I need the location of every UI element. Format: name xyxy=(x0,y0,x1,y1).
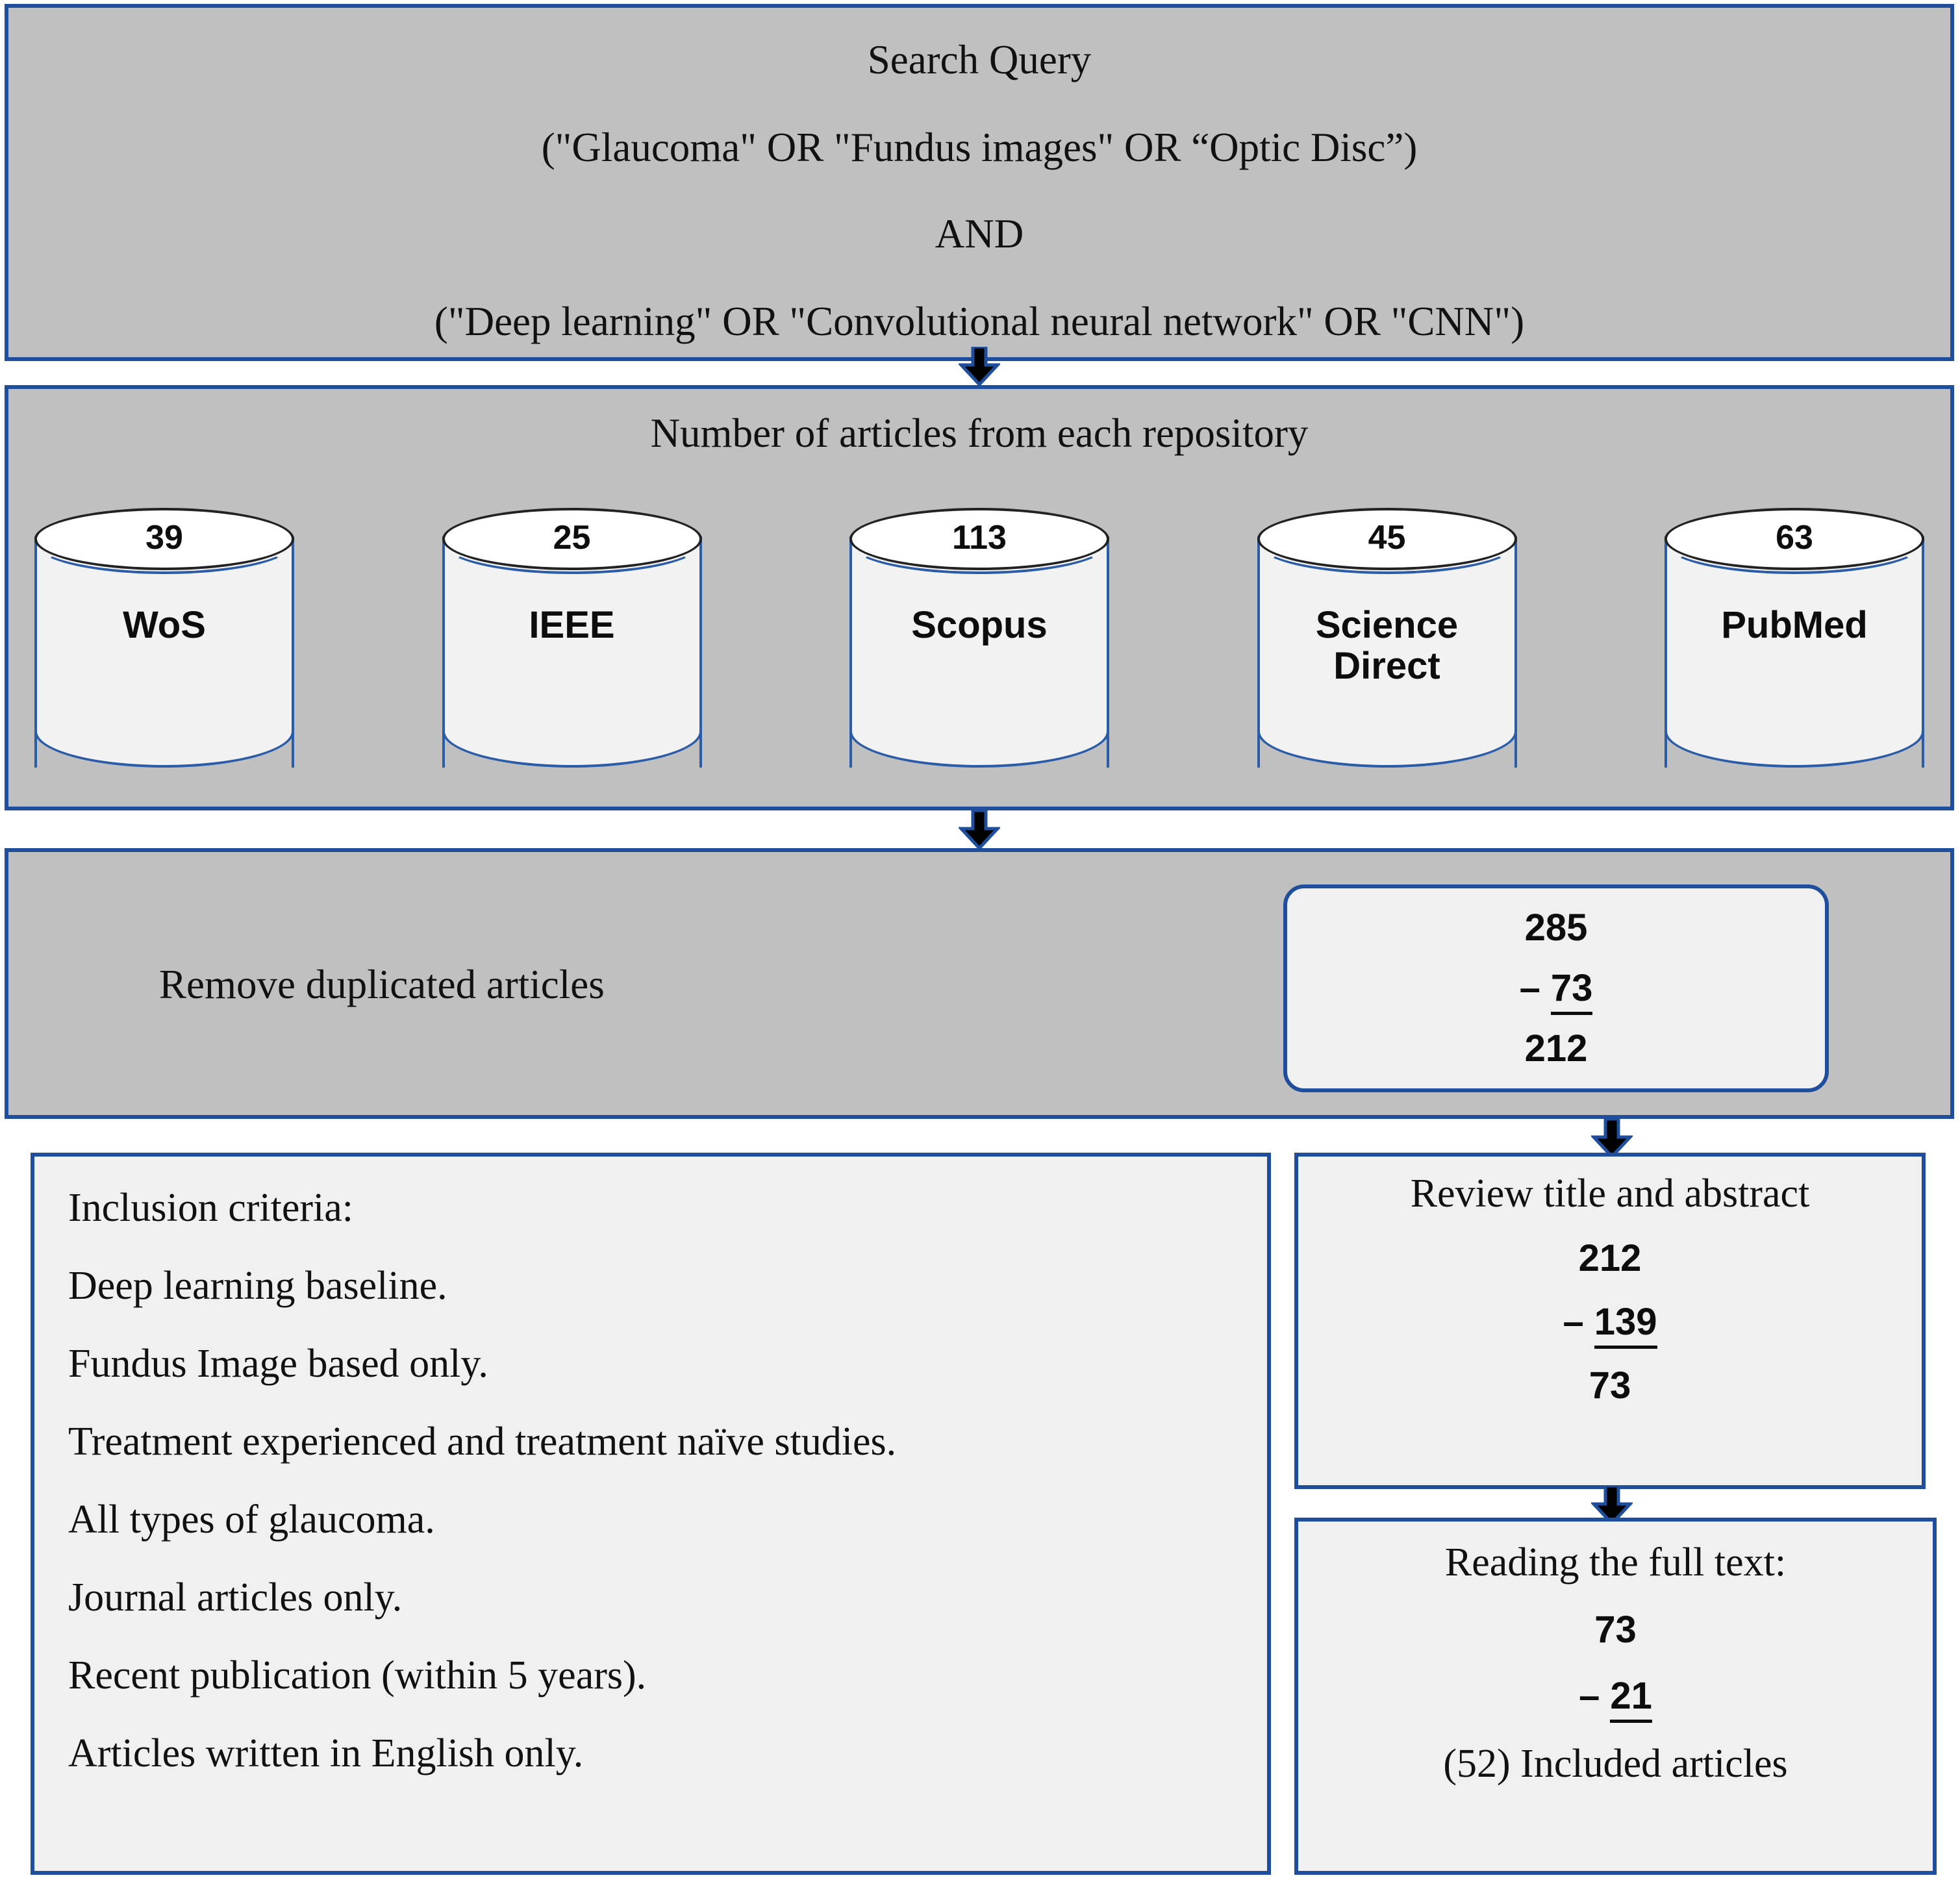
review-result: 73 xyxy=(1589,1364,1631,1407)
cylinder-top-blue-rim xyxy=(1665,512,1924,574)
repository-count: 39 xyxy=(145,519,183,557)
repository-name: IEEE xyxy=(529,604,615,646)
reading-full-text-panel: Reading the full text: 73 –21 (52) Inclu… xyxy=(1294,1518,1937,1875)
repository-cylinder-science-direct: 45 Science Direct xyxy=(1257,508,1517,787)
down-arrow-icon-review-to-fulltext xyxy=(1591,1486,1633,1525)
inclusion-criteria-item: Articles written in English only. xyxy=(68,1731,584,1775)
cylinder-body xyxy=(1257,536,1517,768)
remove-duplicates-label: Remove duplicated articles xyxy=(159,962,605,1007)
dedup-removed: 73 xyxy=(1550,966,1593,1015)
search-query-panel: Search Query ("Glaucoma" OR "Fundus imag… xyxy=(5,4,1954,361)
dedup-subtraction: –73 xyxy=(1519,966,1593,1015)
review-removed: 139 xyxy=(1594,1301,1657,1349)
fulltext-total: 73 xyxy=(1594,1609,1637,1651)
repository-count: 25 xyxy=(553,519,591,557)
cylinder-top-blue-rim xyxy=(34,512,294,574)
inclusion-criteria-item: Recent publication (within 5 years). xyxy=(68,1653,647,1698)
review-heading: Review title and abstract xyxy=(1410,1172,1810,1216)
minus-sign: – xyxy=(1563,1301,1584,1343)
fulltext-result: (52) Included articles xyxy=(1443,1742,1788,1786)
remove-duplicates-panel: Remove duplicated articles 285 –73 212 xyxy=(5,848,1954,1119)
inclusion-criteria-item: Deep learning baseline. xyxy=(68,1264,447,1308)
cylinder-sidewalls xyxy=(849,536,1109,768)
dedup-total: 285 xyxy=(1524,906,1588,949)
repository-count: 113 xyxy=(952,519,1007,557)
dedup-calculation-box: 285 –73 212 xyxy=(1283,884,1829,1092)
repository-name: WoS xyxy=(123,604,206,646)
down-arrow-icon-repos-to-dedup xyxy=(959,810,1000,849)
minus-sign: – xyxy=(1579,1675,1600,1717)
dedup-result: 212 xyxy=(1524,1027,1588,1070)
search-query-title: Search Query xyxy=(867,37,1092,82)
inclusion-criteria-item: Journal articles only. xyxy=(68,1575,403,1620)
cylinder-sidewalls xyxy=(1665,536,1924,768)
repositories-heading: Number of articles from each repository xyxy=(650,410,1309,456)
cylinder-top-blue-rim xyxy=(1257,512,1517,574)
repository-cylinder-wos: 39 WoS xyxy=(34,508,294,787)
inclusion-criteria-heading: Inclusion criteria: xyxy=(68,1186,353,1230)
inclusion-criteria-item: All types of glaucoma. xyxy=(68,1498,435,1542)
repository-cylinder-ieee: 25 IEEE xyxy=(442,508,702,787)
down-arrow-icon-search-to-repos xyxy=(959,347,1000,386)
cylinder-top-blue-rim xyxy=(442,512,702,574)
review-title-abstract-panel: Review title and abstract 212 –139 73 xyxy=(1294,1153,1926,1489)
repository-cylinder-row: 39 WoS 25 IEEE 113 Scopus xyxy=(34,508,1924,787)
repository-count: 63 xyxy=(1776,519,1813,557)
cylinder-sidewalls xyxy=(1257,536,1517,768)
inclusion-criteria-item: Fundus Image based only. xyxy=(68,1342,488,1386)
repositories-panel: Number of articles from each repository … xyxy=(5,385,1954,810)
fulltext-subtraction: –21 xyxy=(1579,1675,1652,1723)
fulltext-removed: 21 xyxy=(1610,1675,1652,1723)
fulltext-heading: Reading the full text: xyxy=(1444,1540,1787,1585)
repository-name: PubMed xyxy=(1721,604,1868,646)
cylinder-body xyxy=(34,536,294,768)
review-subtraction: –139 xyxy=(1563,1301,1657,1349)
minus-sign: – xyxy=(1519,966,1540,1009)
repository-count: 45 xyxy=(1368,519,1406,557)
search-query-line-2: AND xyxy=(935,211,1024,257)
inclusion-criteria-panel: Inclusion criteria: Deep learning baseli… xyxy=(31,1153,1271,1875)
cylinder-top-blue-rim xyxy=(849,512,1109,574)
review-total: 212 xyxy=(1578,1237,1642,1279)
down-arrow-icon-dedup-to-review xyxy=(1591,1119,1633,1158)
inclusion-criteria-item: Treatment experienced and treatment naïv… xyxy=(68,1420,897,1464)
repository-name: Scopus xyxy=(911,604,1048,646)
search-query-line-3: ("Deep learning" OR "Convolutional neura… xyxy=(434,299,1525,344)
cylinder-body xyxy=(1665,536,1924,768)
repository-cylinder-pubmed: 63 PubMed xyxy=(1665,508,1924,787)
repository-cylinder-scopus: 113 Scopus xyxy=(849,508,1109,787)
repository-name: Science Direct xyxy=(1315,604,1459,687)
cylinder-sidewalls xyxy=(34,536,294,768)
cylinder-sidewalls xyxy=(442,536,702,768)
search-query-line-1: ("Glaucoma" OR "Fundus images" OR “Optic… xyxy=(541,125,1418,170)
